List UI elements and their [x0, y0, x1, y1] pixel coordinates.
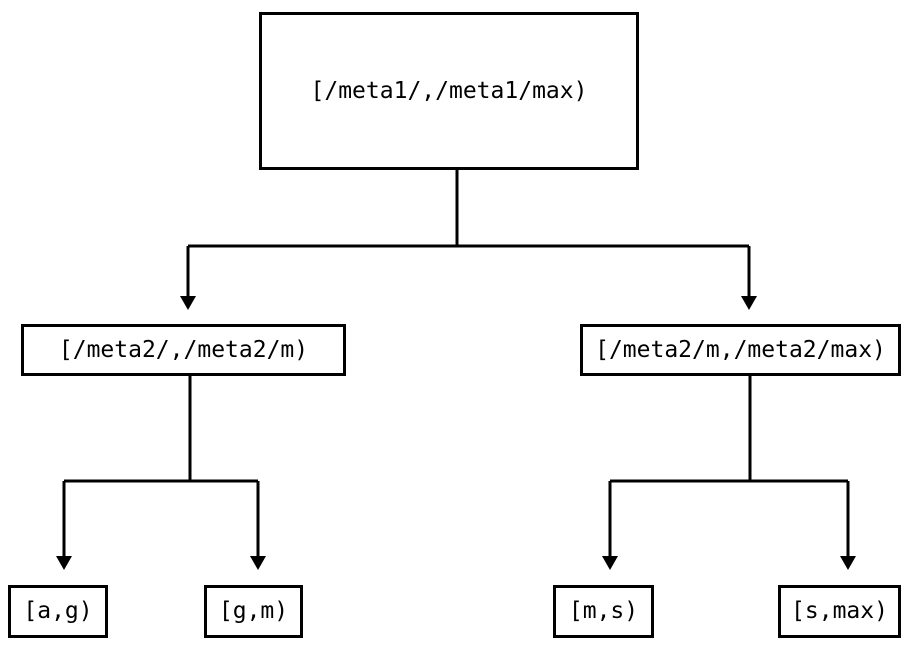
tree-node-leaf-smax[interactable]: [s,max)	[778, 585, 901, 638]
arrowhead-to-leaf-gm	[250, 556, 266, 570]
arrowhead-to-mid-left	[180, 296, 196, 310]
tree-node-leaf-ag[interactable]: [a,g)	[8, 585, 108, 638]
tree-node-mid-right[interactable]: [/meta2/m,/meta2/max)	[580, 324, 901, 376]
arrowhead-to-leaf-ms	[602, 556, 618, 570]
arrowhead-to-leaf-smax	[840, 556, 856, 570]
tree-node-leaf-gm[interactable]: [g,m)	[204, 585, 303, 638]
tree-node-root[interactable]: [/meta1/,/meta1/max)	[259, 12, 639, 170]
tree-node-leaf-ms-label: [m,s)	[568, 598, 639, 624]
tree-node-leaf-gm-label: [g,m)	[218, 598, 289, 624]
arrowhead-to-mid-right	[741, 296, 757, 310]
tree-node-root-label: [/meta1/,/meta1/max)	[310, 77, 588, 104]
tree-node-mid-right-label: [/meta2/m,/meta2/max)	[595, 336, 886, 363]
arrowhead-to-leaf-ag	[56, 556, 72, 570]
tree-node-leaf-ms[interactable]: [m,s)	[553, 585, 654, 638]
tree-node-mid-left[interactable]: [/meta2/,/meta2/m)	[21, 324, 346, 376]
tree-node-leaf-smax-label: [s,max)	[791, 598, 888, 624]
tree-node-mid-left-label: [/meta2/,/meta2/m)	[58, 336, 309, 363]
tree-node-leaf-ag-label: [a,g)	[23, 598, 93, 624]
